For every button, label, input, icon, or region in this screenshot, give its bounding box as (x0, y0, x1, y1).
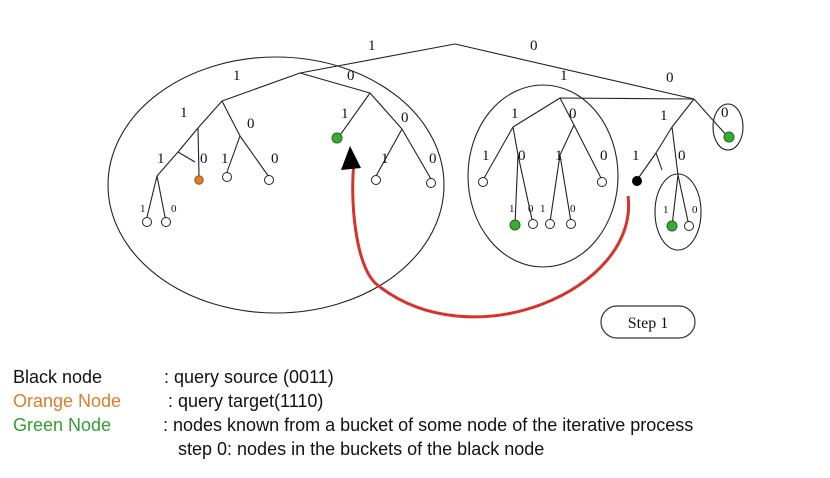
query-arrow (351, 161, 631, 319)
green-node (331, 132, 343, 144)
edge-label: 1 (233, 68, 241, 84)
edge-root-right (454, 43, 695, 100)
edge-label: 1 (555, 148, 563, 164)
step-label: Step 1 (628, 315, 668, 332)
edge-label: 0 (692, 204, 698, 216)
white-node (264, 175, 274, 185)
edge-label: 0 (401, 110, 409, 126)
green-node (509, 219, 521, 231)
edge-label: 0 (721, 105, 729, 121)
white-node (566, 219, 576, 229)
edge-label: 1 (341, 106, 349, 122)
edge-label: 1 (560, 68, 568, 84)
edge-label: 0 (347, 68, 355, 84)
edge-label: 0 (678, 148, 686, 164)
edge-label: 1 (509, 203, 515, 215)
edge-labels: 1 0 1 0 1 0 1 0 1 0 1 0 1 0 1 0 1 0 1 0 … (140, 38, 729, 216)
white-node (684, 221, 694, 231)
edge-label: 0 (570, 203, 576, 215)
green-nodes (331, 131, 735, 232)
middle-subtree-ellipse (467, 84, 619, 268)
legend-black-desc: : query source (0011) (164, 367, 334, 387)
right-subtree-edges (636, 98, 729, 227)
edge-label: 1 (482, 148, 490, 164)
left-subtree-ellipse (107, 56, 445, 314)
white-node (222, 172, 232, 182)
edge-label: 0 (530, 38, 538, 54)
legend-green-desc: : nodes known from a bucket of some node… (163, 415, 694, 435)
edge-label: 1 (157, 151, 165, 167)
legend-black-term: Black node (13, 367, 103, 387)
black-node-query-source (632, 176, 642, 186)
white-node (528, 219, 538, 229)
white-node (142, 217, 152, 227)
white-node (161, 217, 171, 227)
edge-label: 1 (540, 203, 546, 215)
edge-label: 0 (429, 151, 437, 167)
green-node (666, 220, 678, 232)
edge-label: 1 (221, 151, 229, 167)
edge-label: 0 (528, 203, 534, 215)
edge-label: 0 (271, 151, 279, 167)
white-node (545, 219, 555, 229)
legend-step-desc: step 0: nodes in the buckets of the blac… (178, 439, 545, 459)
white-node (194, 175, 204, 185)
white-node (478, 177, 488, 187)
kademlia-tree-diagram: 1 0 1 0 1 0 1 0 1 0 1 0 1 0 1 0 1 0 1 0 … (107, 38, 744, 339)
middle-subtree-edges (482, 97, 695, 225)
legend-orange-desc: : query target(1110) (168, 391, 324, 411)
edge-label: 1 (180, 105, 188, 121)
legend-orange-term: Orange Node (13, 391, 122, 411)
white-node (426, 178, 436, 188)
green-node (723, 131, 735, 143)
left-subtree-edges (146, 72, 432, 223)
white-node (371, 175, 381, 185)
edge-label: 0 (518, 148, 526, 164)
legend-green-term: Green Node (13, 415, 112, 435)
white-node (597, 177, 607, 187)
edge-label: 0 (666, 70, 674, 86)
step-label-box (600, 305, 696, 339)
edge-root-left (299, 43, 456, 74)
edge-label: 0 (200, 151, 208, 167)
edge-label: 1 (511, 106, 519, 122)
edge-label: 1 (140, 203, 146, 215)
edge-label: 0 (247, 116, 255, 132)
edge-label: 0 (600, 148, 608, 164)
edge-label: 0 (171, 203, 177, 215)
edge-label: 0 (569, 106, 577, 122)
edge-label: 1 (381, 151, 389, 167)
white-nodes (142, 172, 694, 231)
edge-label: 1 (368, 38, 376, 54)
arrowhead-icon (341, 146, 361, 170)
edge-label: 1 (660, 108, 668, 124)
green-leaf-ellipse-right (712, 103, 744, 151)
edge-label: 1 (663, 204, 669, 216)
edge-label: 1 (632, 148, 640, 164)
